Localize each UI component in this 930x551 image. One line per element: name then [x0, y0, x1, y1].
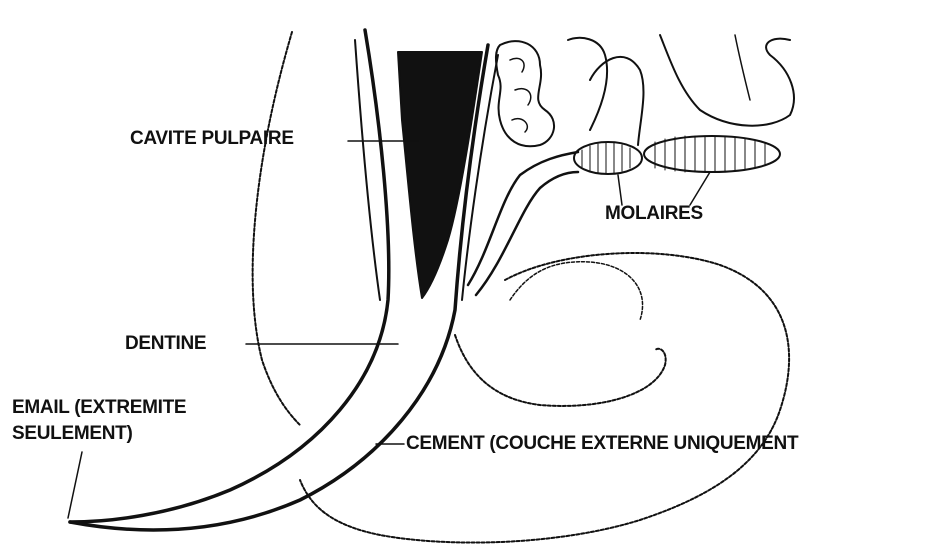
spongy-bone	[496, 41, 554, 146]
mandible-line	[468, 152, 578, 285]
label-enamel-line1: EMAIL (EXTREMITE	[12, 396, 186, 420]
maxilla-bone	[568, 38, 607, 130]
skull-line-2	[735, 35, 750, 100]
molar-crown	[590, 57, 643, 145]
label-cement: CEMENT (COUCHE EXTERNE UNIQUEMENT	[406, 432, 798, 456]
lip-outline	[455, 335, 666, 406]
spongy-bone-detail	[510, 58, 531, 132]
jaw-outline	[253, 32, 300, 425]
incisor-sheath	[355, 40, 380, 300]
molar-2	[644, 136, 780, 172]
gum-inner-curve	[510, 262, 643, 320]
label-dentine: DENTINE	[125, 332, 206, 356]
gum-outline	[300, 253, 789, 543]
leader-enamel	[68, 452, 82, 518]
label-enamel-line2: SEULEMENT)	[12, 422, 133, 446]
label-molars: MOLAIRES	[605, 202, 703, 226]
leader-molar-1	[618, 175, 622, 205]
skull-line	[660, 35, 794, 126]
molar-1	[574, 142, 642, 174]
label-pulp-cavity: CAVITE PULPAIRE	[130, 127, 294, 151]
leader-molar-2	[690, 172, 710, 205]
incisor-outer	[70, 30, 389, 522]
